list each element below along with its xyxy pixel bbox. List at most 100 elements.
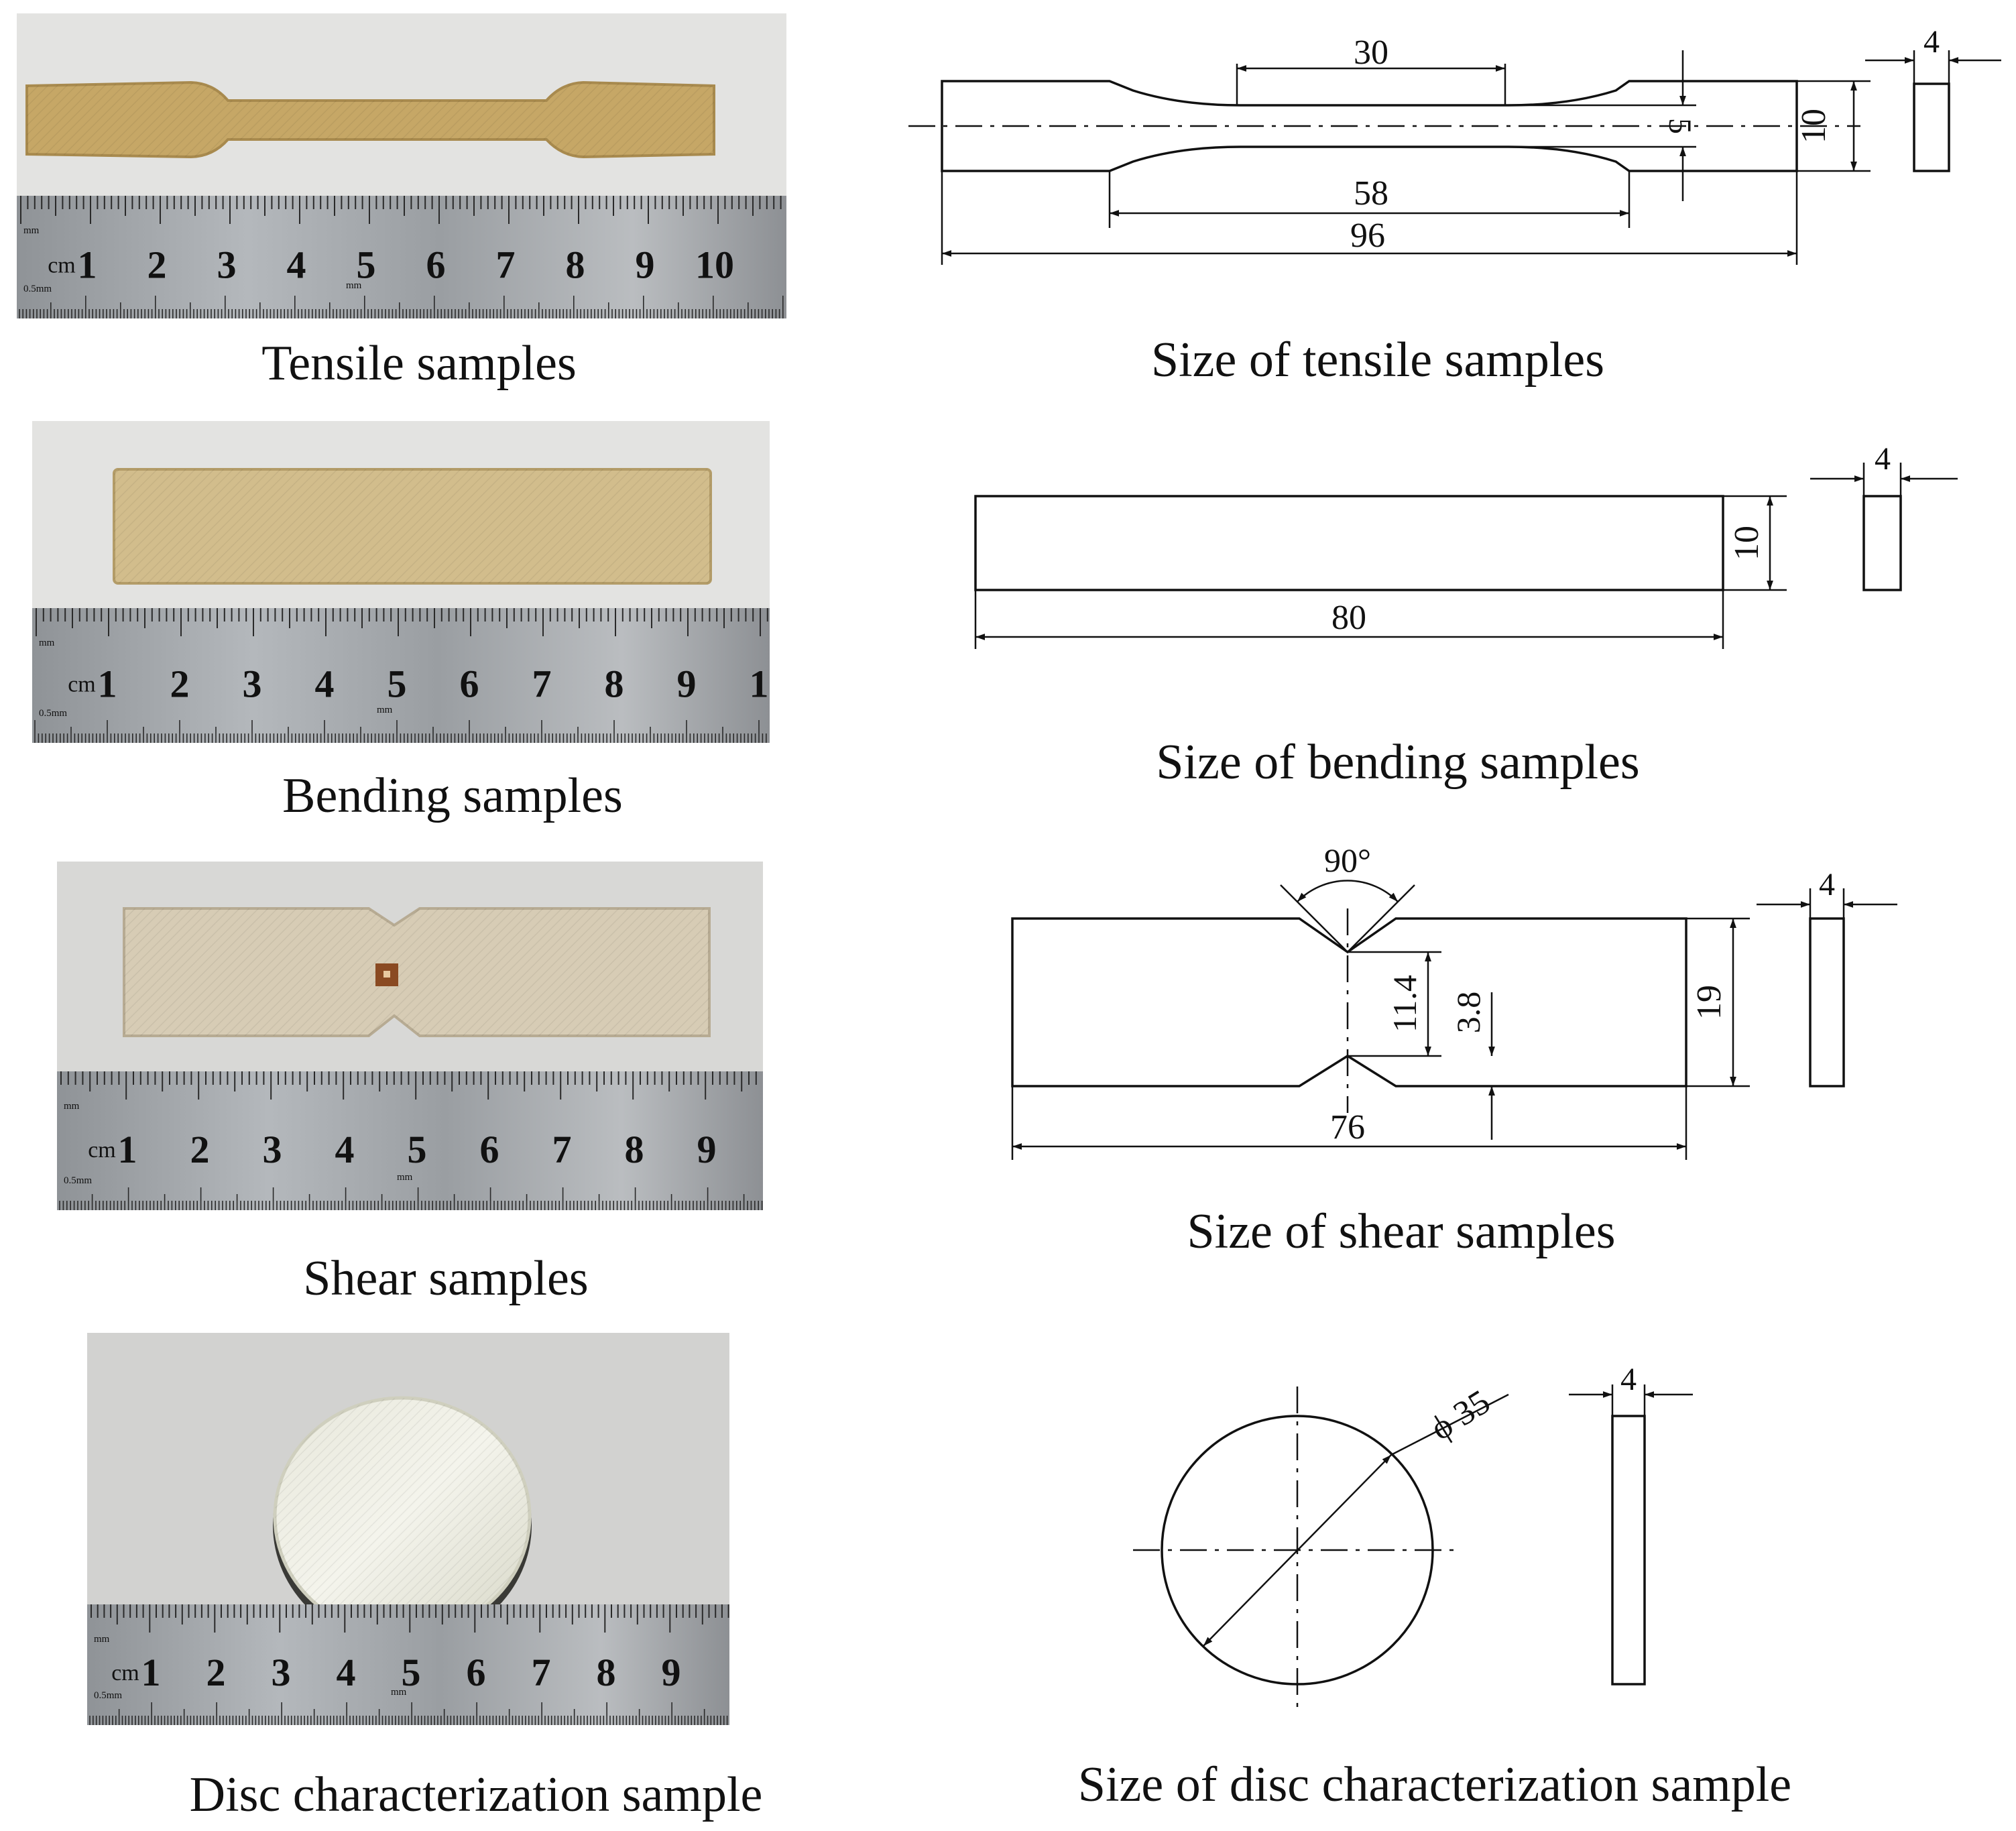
ruler-half-mm-label: 0.5mm: [23, 284, 52, 294]
caption-shear-drawing: Size of shear samples: [1187, 1204, 1616, 1259]
ruler-mm-label: mm: [346, 280, 362, 291]
caption-tensile-photo: Tensile samples: [261, 336, 577, 391]
ruler-number: 8: [566, 243, 585, 287]
disc-side-view: [1611, 1415, 1646, 1686]
ruler-number: 6: [460, 662, 479, 706]
tensile-dim-parallel: 58: [1354, 174, 1388, 213]
ruler-number: 7: [532, 1651, 551, 1694]
shear-side-view: [1809, 917, 1845, 1087]
ruler-number: 5: [388, 662, 407, 706]
tensile-side-view: [1913, 82, 1950, 172]
ruler-number: 1: [750, 662, 769, 706]
disc-dim-diameter: ϕ 35: [1424, 1382, 1497, 1448]
shear-dim-length: 76: [1330, 1108, 1365, 1146]
ruler-number: 1: [98, 662, 117, 706]
ruler-mm-label: mm: [391, 1687, 407, 1698]
shear-dim-angle: 90°: [1324, 841, 1371, 879]
ruler-unit-label: cm: [111, 1661, 139, 1686]
ruler-number: 4: [337, 1651, 356, 1694]
caption-disc-photo: Disc characterization sample: [189, 1767, 763, 1822]
shear-photo: cm mm 0.5mm mm 1 2 3 4 5 6 7 8 9: [57, 862, 763, 1210]
shear-dim-thickness: 4: [1819, 867, 1835, 902]
caption-bending-photo: Bending samples: [282, 768, 623, 823]
caption-tensile-drawing: Size of tensile samples: [1150, 333, 1605, 388]
ruler-half-mm-label: 0.5mm: [94, 1690, 122, 1701]
ruler-mm-label: mm: [377, 705, 393, 715]
ruler-mm-label: mm: [397, 1172, 413, 1183]
tensile-dim-total: 96: [1350, 217, 1385, 255]
ruler-number: 2: [147, 243, 167, 287]
bending-photo: cm mm 0.5mm mm 1 2 3 4 5 6 7 8 9 1: [32, 421, 770, 743]
ruler-number: 9: [677, 662, 697, 706]
ruler-mm-label: mm: [23, 225, 40, 236]
ruler-body: [32, 608, 770, 743]
tensile-dim-thickness: 4: [1923, 24, 1940, 60]
ruler-half-mm-label: 0.5mm: [39, 708, 67, 719]
ruler-number: 1: [141, 1651, 161, 1694]
shear-drawing: [1011, 880, 1897, 1160]
ruler-number: 7: [496, 243, 516, 287]
ruler-number: 3: [272, 1651, 291, 1694]
ruler-number: 8: [625, 1128, 644, 1171]
ruler-number: 6: [467, 1651, 486, 1694]
ruler-number: 1: [118, 1128, 137, 1171]
shear-dim-ligament: 11.4: [1386, 975, 1423, 1032]
ruler-half-mm-label: 0.5mm: [64, 1175, 92, 1186]
bending-dim-width: 10: [1728, 526, 1766, 560]
ruler-unit-label: cm: [88, 1138, 116, 1163]
ruler-mm-label: mm: [64, 1101, 80, 1112]
tensile-drawing: [908, 50, 2001, 265]
ruler: cm mm 0.5mm mm 1 2 3 4 5 6 7 8 9 10: [17, 196, 786, 318]
tensile-dim-grip: 10: [1795, 109, 1833, 143]
ruler-number: 6: [426, 243, 446, 287]
ruler-number: 3: [217, 243, 237, 287]
shear-outline: [1011, 917, 1687, 1087]
ruler: cm mm 0.5mm mm 1 2 3 4 5 6 7 8 9 1: [32, 608, 770, 743]
ruler-number: 6: [480, 1128, 499, 1171]
disc-dim-thickness: 4: [1620, 1362, 1637, 1397]
bending-drawing: [974, 463, 1958, 649]
ruler-number: 8: [605, 662, 624, 706]
ruler-number: 4: [335, 1128, 355, 1171]
ruler-body: [87, 1604, 729, 1725]
ruler-number: 2: [170, 662, 190, 706]
ruler-number: 4: [315, 662, 335, 706]
ruler-number: 5: [402, 1651, 421, 1694]
ruler-number: 5: [408, 1128, 427, 1171]
ruler-number: 10: [695, 243, 734, 287]
ruler-number: 2: [190, 1128, 210, 1171]
ruler-number: 4: [287, 243, 306, 287]
tensile-dim-width: 5: [1662, 118, 1698, 134]
ruler-number: 8: [597, 1651, 616, 1694]
tensile-photo: cm mm 0.5mm mm 1 2 3 4 5 6 7 8 9 10: [17, 13, 786, 318]
ruler-body: [57, 1071, 763, 1210]
ruler-number: 7: [552, 1128, 572, 1171]
bending-dim-length: 80: [1331, 599, 1366, 637]
disc-drawing: [1133, 1384, 1693, 1713]
shear-dim-depth: 3.8: [1449, 992, 1487, 1034]
ruler-number: 3: [243, 662, 262, 706]
ruler-number: 9: [636, 243, 655, 287]
tensile-dim-gauge: 30: [1354, 34, 1388, 72]
bending-dim-thickness: 4: [1875, 441, 1891, 477]
caption-bending-drawing: Size of bending samples: [1156, 735, 1640, 790]
ruler-unit-label: cm: [48, 253, 76, 278]
ruler-number: 5: [357, 243, 376, 287]
ruler-number: 3: [263, 1128, 282, 1171]
ruler-number: 1: [78, 243, 97, 287]
caption-disc-drawing: Size of disc characterization sample: [1077, 1757, 1792, 1812]
ruler: cm mm 0.5mm mm 1 2 3 4 5 6 7 8 9: [57, 1071, 763, 1210]
ruler-number: 9: [697, 1128, 717, 1171]
ruler-body: [17, 196, 786, 318]
ruler-unit-label: cm: [68, 672, 96, 697]
ruler-number: 2: [206, 1651, 226, 1694]
ruler-mm-label: mm: [39, 638, 55, 648]
ruler-number: 7: [532, 662, 552, 706]
bending-side-view: [1862, 495, 1902, 591]
shear-dim-width: 19: [1690, 985, 1728, 1020]
caption-shear-photo: Shear samples: [303, 1251, 589, 1306]
